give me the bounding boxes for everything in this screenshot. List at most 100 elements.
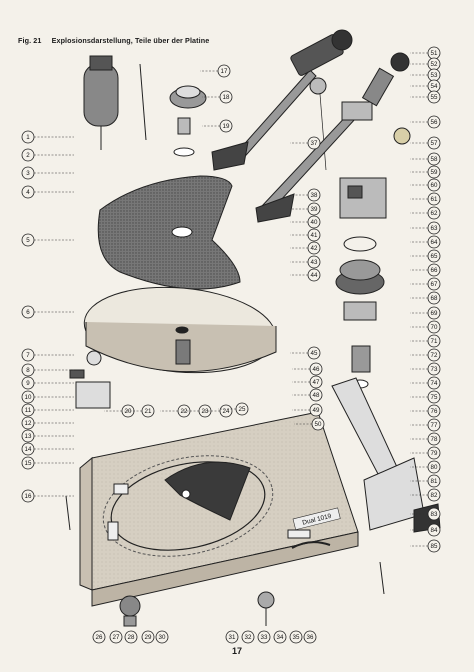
callout-82: 82 bbox=[410, 488, 441, 502]
callout-number: 59 bbox=[431, 169, 438, 176]
figure-title: Explosionsdarstellung, Teile über der Pl… bbox=[51, 36, 210, 45]
callout-39: 39 bbox=[290, 202, 321, 216]
callout-number: 33 bbox=[261, 634, 268, 641]
callout-17: 17 bbox=[200, 64, 231, 78]
callout-10: 10 bbox=[21, 390, 74, 404]
callout-2: 2 bbox=[21, 148, 74, 162]
callout-48: 48 bbox=[292, 388, 323, 402]
callout-52: 52 bbox=[410, 57, 441, 71]
callout-19: 19 bbox=[202, 119, 233, 133]
callout-number: 42 bbox=[311, 245, 318, 252]
callout-83: 83 bbox=[410, 507, 441, 521]
callout-number: 77 bbox=[431, 422, 438, 429]
callout-number: 70 bbox=[431, 324, 438, 331]
platter-marking: Dual 1019 bbox=[292, 507, 341, 531]
callout-number: 32 bbox=[245, 634, 252, 641]
callout-29: 29 bbox=[141, 630, 155, 644]
callout-number: 20 bbox=[125, 408, 132, 415]
callout-number: 6 bbox=[26, 309, 30, 316]
callout-70: 70 bbox=[410, 320, 441, 334]
callout-47: 47 bbox=[292, 375, 323, 389]
callout-4: 4 bbox=[21, 185, 74, 199]
callout-number: 78 bbox=[431, 436, 438, 443]
callout-41: 41 bbox=[290, 228, 321, 242]
callout-number: 38 bbox=[311, 192, 318, 199]
callout-number: 8 bbox=[26, 367, 30, 374]
callout-16: 16 bbox=[21, 489, 74, 503]
callout-55: 55 bbox=[410, 90, 441, 104]
callout-74: 74 bbox=[410, 376, 441, 390]
callout-1: 1 bbox=[21, 130, 74, 144]
callout-number: 23 bbox=[202, 408, 209, 415]
callout-number: 10 bbox=[25, 394, 32, 401]
callout-42: 42 bbox=[290, 241, 321, 255]
callout-number: 62 bbox=[431, 210, 438, 217]
callout-number: 64 bbox=[431, 239, 438, 246]
callout-30: 30 bbox=[155, 630, 169, 644]
callout-number: 73 bbox=[431, 366, 438, 373]
callout-number: 17 bbox=[221, 68, 228, 75]
callout-24: 24 bbox=[202, 404, 233, 418]
callout-37: 37 bbox=[290, 136, 321, 150]
callout-75: 75 bbox=[410, 390, 441, 404]
callout-14: 14 bbox=[21, 442, 74, 456]
callout-number: 12 bbox=[25, 420, 32, 427]
chassis-plate: Dual 1019 bbox=[79, 411, 359, 607]
callout-13: 13 bbox=[21, 429, 74, 443]
tonearm-assembly bbox=[211, 29, 353, 171]
callout-number: 37 bbox=[311, 140, 318, 147]
callout-number: 22 bbox=[181, 408, 188, 415]
page-number: 17 bbox=[231, 646, 242, 656]
callout-53: 53 bbox=[410, 68, 441, 82]
callout-78: 78 bbox=[410, 432, 441, 446]
callout-21: 21 bbox=[124, 404, 155, 418]
callout-number: 49 bbox=[313, 407, 320, 414]
callout-number: 57 bbox=[431, 140, 438, 147]
callout-number: 40 bbox=[311, 219, 318, 226]
pivot-bearing-stack bbox=[335, 177, 387, 389]
callout-64: 64 bbox=[410, 235, 441, 249]
callout-number: 24 bbox=[223, 408, 230, 415]
callout-number: 63 bbox=[431, 225, 438, 232]
callout-number: 25 bbox=[239, 406, 246, 413]
callout-27: 27 bbox=[109, 630, 123, 644]
callout-number: 50 bbox=[315, 421, 322, 428]
callout-66: 66 bbox=[410, 263, 441, 277]
callout-number: 51 bbox=[431, 50, 438, 57]
motor-knob-parts bbox=[69, 55, 207, 409]
callout-number: 83 bbox=[431, 511, 438, 518]
callout-number: 28 bbox=[128, 634, 135, 641]
callout-number: 9 bbox=[26, 380, 30, 387]
callout-number: 66 bbox=[431, 267, 438, 274]
callout-number: 56 bbox=[431, 119, 438, 126]
callout-15: 15 bbox=[21, 456, 74, 470]
callout-79: 79 bbox=[410, 446, 441, 460]
callout-number: 34 bbox=[277, 634, 284, 641]
rubber-mat bbox=[97, 175, 241, 290]
callout-8: 8 bbox=[21, 363, 74, 377]
callout-number: 3 bbox=[26, 170, 30, 177]
callout-26: 26 bbox=[92, 630, 106, 644]
callout-11: 11 bbox=[21, 403, 74, 417]
callout-49: 49 bbox=[292, 403, 323, 417]
callout-number: 84 bbox=[431, 527, 438, 534]
callout-number: 18 bbox=[223, 94, 230, 101]
callout-number: 41 bbox=[311, 232, 318, 239]
callout-number: 68 bbox=[431, 295, 438, 302]
callout-number: 13 bbox=[25, 433, 32, 440]
callout-31: 31 bbox=[225, 630, 239, 644]
callout-65: 65 bbox=[410, 249, 441, 263]
callout-number: 65 bbox=[431, 253, 438, 260]
callout-33: 33 bbox=[257, 630, 271, 644]
callout-68: 68 bbox=[410, 291, 441, 305]
callout-number: 52 bbox=[431, 61, 438, 68]
callout-58: 58 bbox=[410, 152, 441, 166]
callout-71: 71 bbox=[410, 334, 441, 348]
callout-number: 48 bbox=[313, 392, 320, 399]
callout-number: 46 bbox=[313, 366, 320, 373]
callout-number: 26 bbox=[96, 634, 103, 641]
callout-6: 6 bbox=[21, 305, 74, 319]
callout-36: 36 bbox=[303, 630, 317, 644]
